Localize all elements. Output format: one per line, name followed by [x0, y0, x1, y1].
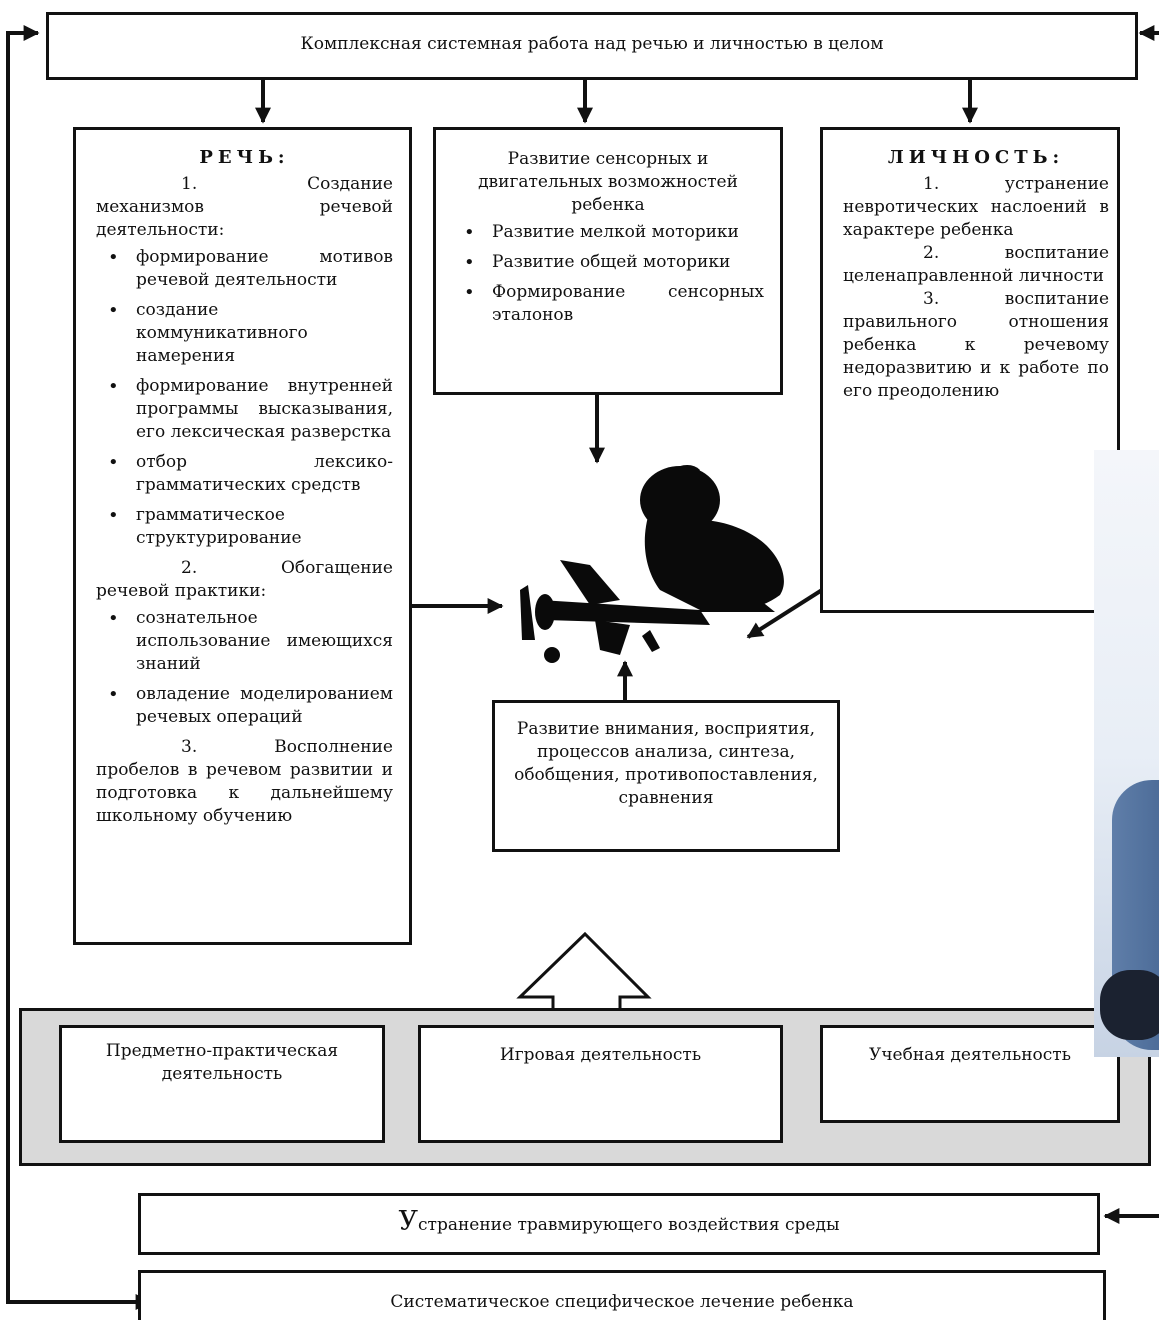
attention-box: Развитие внимания, восприятия, процессов…: [492, 700, 840, 852]
environment-initial: У: [398, 1206, 419, 1237]
environment-text: странение травмирующего воздействия сред…: [418, 1215, 840, 1235]
personality-item-3: 3. воспитание правильного отношения ребе…: [843, 289, 1109, 401]
speech-section-1: 1. Создание механизмов речевой деятельно…: [96, 174, 393, 240]
list-item: Развитие общей моторики: [452, 251, 764, 274]
list-item: формирование внутренней программы высказ…: [96, 375, 393, 444]
list-item: создание коммуникативного намерения: [96, 299, 393, 368]
personality-title: ЛИЧНОСТЬ:: [887, 147, 1065, 168]
personality-item-2: 2. воспитание целенаправленной личности: [843, 243, 1109, 286]
sensory-box: Развитие сенсорных и двигательных возмож…: [433, 127, 783, 395]
top-box-text: Комплексная системная работа над речью и…: [300, 34, 884, 54]
activity-learning: Учебная деятельность: [820, 1025, 1120, 1123]
treatment-text: Систематическое специфическое лечение ре…: [390, 1292, 854, 1312]
list-item: овладение моделированием речевых операци…: [96, 683, 393, 729]
list-item: формирование мотивов речевой деятельност…: [96, 246, 393, 292]
speech-list-2: сознательное использование имеющихся зна…: [96, 607, 393, 729]
arrow-personality-to-child: [746, 588, 824, 639]
top-box: Комплексная системная работа над речью и…: [46, 12, 1138, 80]
speech-section-3: 3. Восполнение пробелов в речевом развит…: [96, 737, 393, 826]
personality-box: ЛИЧНОСТЬ: 1. устранение невротических на…: [820, 127, 1120, 613]
attention-text: Развитие внимания, восприятия, процессов…: [514, 719, 818, 808]
list-item: сознательное использование имеющихся зна…: [96, 607, 393, 676]
activity-label: Игровая деятельность: [499, 1045, 702, 1065]
list-item: Формирование сенсорных эталонов: [452, 281, 764, 327]
speech-section-2: 2. Обогащение речевой практики:: [96, 558, 393, 601]
speech-box: РЕЧЬ: 1. Создание механизмов речевой дея…: [73, 127, 412, 945]
speech-list-1: формирование мотивов речевой деятельност…: [96, 246, 393, 550]
environment-box: Устранение травмирующего воздействия сре…: [138, 1193, 1100, 1255]
treatment-box: Систематическое специфическое лечение ре…: [138, 1270, 1106, 1320]
child-airplane-silhouette-icon: [520, 465, 784, 663]
sensory-list: Развитие мелкой моторики Развитие общей …: [452, 221, 764, 327]
speech-title: РЕЧЬ:: [199, 147, 290, 168]
list-item: Развитие мелкой моторики: [452, 221, 764, 244]
activity-label: Предметно-практическая деятельность: [105, 1041, 339, 1084]
activity-subject-practical: Предметно-практическая деятельность: [59, 1025, 385, 1143]
hollow-up-arrow: [516, 931, 652, 1012]
sensory-title: Развитие сенсорных и двигательных возмож…: [478, 149, 738, 215]
photo-dark-shape: [1100, 970, 1159, 1040]
list-item: грамматическое структурирование: [96, 504, 393, 550]
list-item: отбор лексико-грамматических средств: [96, 451, 393, 497]
personality-item-1: 1. устранение невротических наслоений в …: [843, 174, 1109, 240]
photo-fragment: [1094, 450, 1159, 1057]
activity-label: Учебная деятельность: [869, 1045, 1071, 1065]
activity-game: Игровая деятельность: [418, 1025, 783, 1143]
